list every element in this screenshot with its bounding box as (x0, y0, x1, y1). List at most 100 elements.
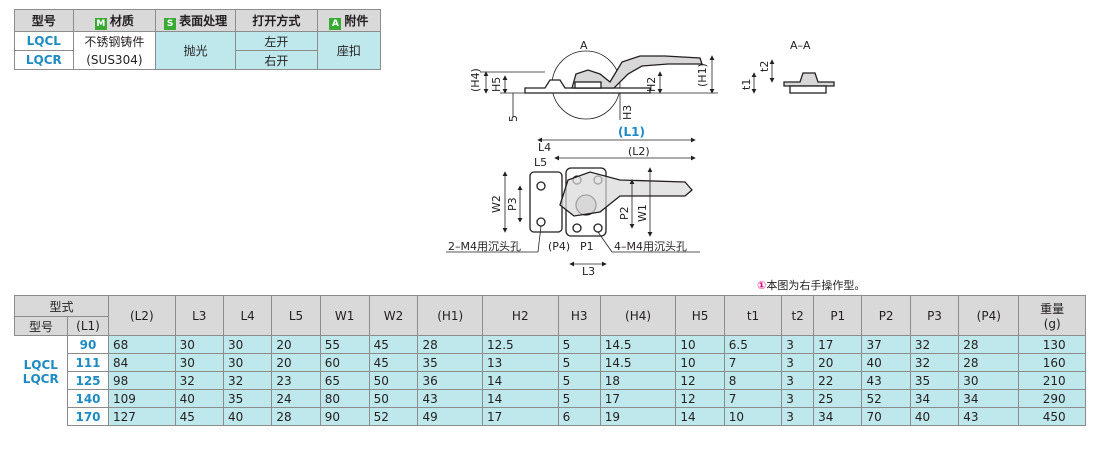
table-cell: 17 (599, 389, 677, 408)
cell-weight: 210 (1018, 371, 1086, 390)
table-cell: 25 (813, 389, 863, 408)
header-weight-label: 重量 (1040, 302, 1065, 316)
note-icon: ① (757, 279, 767, 292)
table-cell: 36 (417, 371, 483, 390)
table-cell: 52 (368, 407, 419, 426)
table-cell: 80 (319, 389, 370, 408)
table-cell: 127 (108, 407, 176, 426)
header-h4: (H4) (599, 295, 677, 336)
header-h3: H3 (557, 295, 601, 336)
table-cell: 35 (909, 371, 960, 390)
table-cell: 10 (675, 353, 725, 372)
table-cell: 14.5 (599, 335, 677, 354)
table-cell: 30 (174, 335, 224, 354)
table-cell: 40 (861, 353, 911, 372)
table-cell: 5 (557, 353, 601, 372)
table-cell: 45 (368, 353, 419, 372)
table-cell: 34 (909, 389, 960, 408)
header-l5: L5 (271, 295, 321, 336)
header-h2: H2 (481, 295, 559, 336)
spec-model-lqcr: LQCR (14, 50, 74, 70)
table-cell: 3 (781, 371, 815, 390)
table-cell: 14 (481, 389, 559, 408)
table-cell: 10 (675, 335, 725, 354)
hole-left-bottom (536, 217, 546, 227)
cell-l1: 90 (67, 335, 109, 354)
table-cell: 45 (174, 407, 224, 426)
table-cell: 5 (557, 389, 601, 408)
table-cell: 23 (271, 371, 321, 390)
header-w1: W1 (319, 295, 370, 336)
table-cell: 3 (781, 335, 815, 354)
table-cell: 24 (271, 389, 321, 408)
label-l4: L4 (538, 141, 551, 154)
section-base (789, 85, 827, 94)
handle-side (571, 55, 703, 89)
table-cell: 19 (599, 407, 677, 426)
header-type-group: 型式 (14, 295, 109, 317)
table-cell: 98 (108, 371, 176, 390)
label-p3: P3 (506, 197, 519, 211)
table-cell: 43 (958, 407, 1020, 426)
cell-weight: 160 (1018, 353, 1086, 372)
header-l1: (L1) (67, 316, 109, 336)
table-cell: 43 (861, 371, 911, 390)
table-cell: 17 (813, 335, 863, 354)
table-cell: 20 (271, 335, 321, 354)
label-h5: H5 (490, 77, 503, 92)
spec-model-lqcl: LQCL (14, 31, 74, 51)
table-cell: 20 (271, 353, 321, 372)
table-cell: 109 (108, 389, 176, 408)
table-cell: 55 (319, 335, 370, 354)
header-p3: P3 (909, 295, 960, 336)
spec-header-model: 型号 (14, 9, 74, 32)
table-cell: 28 (958, 353, 1020, 372)
technical-drawing: A (H4) H5 5 (H1) H2 H3 A–A t1 (446, 39, 835, 278)
label-t1: t1 (740, 79, 753, 90)
handle-top (559, 171, 693, 217)
table-cell: 20 (813, 353, 863, 372)
label-p1: P1 (580, 240, 594, 253)
table-cell: 32 (174, 371, 224, 390)
table-cell: 32 (222, 371, 273, 390)
spec-open-right: 右开 (235, 50, 318, 70)
header-l4: L4 (222, 295, 273, 336)
table-cell: 14.5 (599, 353, 677, 372)
table-cell: 5 (557, 335, 601, 354)
header-p2: P2 (861, 295, 911, 336)
surface-badge-icon: S (164, 17, 177, 30)
table-cell: 10 (723, 407, 783, 426)
cell-l1: 125 (67, 371, 109, 390)
header-model: 型号 (14, 316, 68, 336)
label-w2: W2 (490, 195, 503, 213)
side-view: A (H4) H5 5 (H1) H2 H3 (469, 39, 718, 122)
spec-material-main: 不锈钢铸件 (72, 31, 157, 51)
label-5: 5 (507, 115, 520, 122)
hole-r4 (593, 223, 603, 233)
table-cell: 7 (723, 389, 783, 408)
header-l2: (L2) (108, 295, 176, 336)
label-l2: (L2) (628, 145, 650, 158)
header-l3: L3 (174, 295, 224, 336)
table-cell: 30 (222, 335, 273, 354)
label-l1: (L1) (618, 125, 645, 139)
table-cell: 43 (417, 389, 483, 408)
spec-header-open-method: 打开方式 (235, 9, 318, 32)
table-cell: 35 (417, 353, 483, 372)
table-cell: 68 (108, 335, 176, 354)
spec-accessory: 座扣 (316, 31, 382, 70)
pivot-block (574, 81, 602, 89)
hole-r3 (572, 223, 582, 233)
table-cell: 17 (481, 407, 559, 426)
table-cell: 60 (319, 353, 370, 372)
base-plate (524, 79, 651, 94)
series-lqcl: LQCL (14, 335, 68, 372)
label-holes-right: 4–M4用沉头孔 (614, 240, 687, 253)
label-h1: (H1) (696, 63, 709, 87)
table-cell: 6 (557, 407, 601, 426)
